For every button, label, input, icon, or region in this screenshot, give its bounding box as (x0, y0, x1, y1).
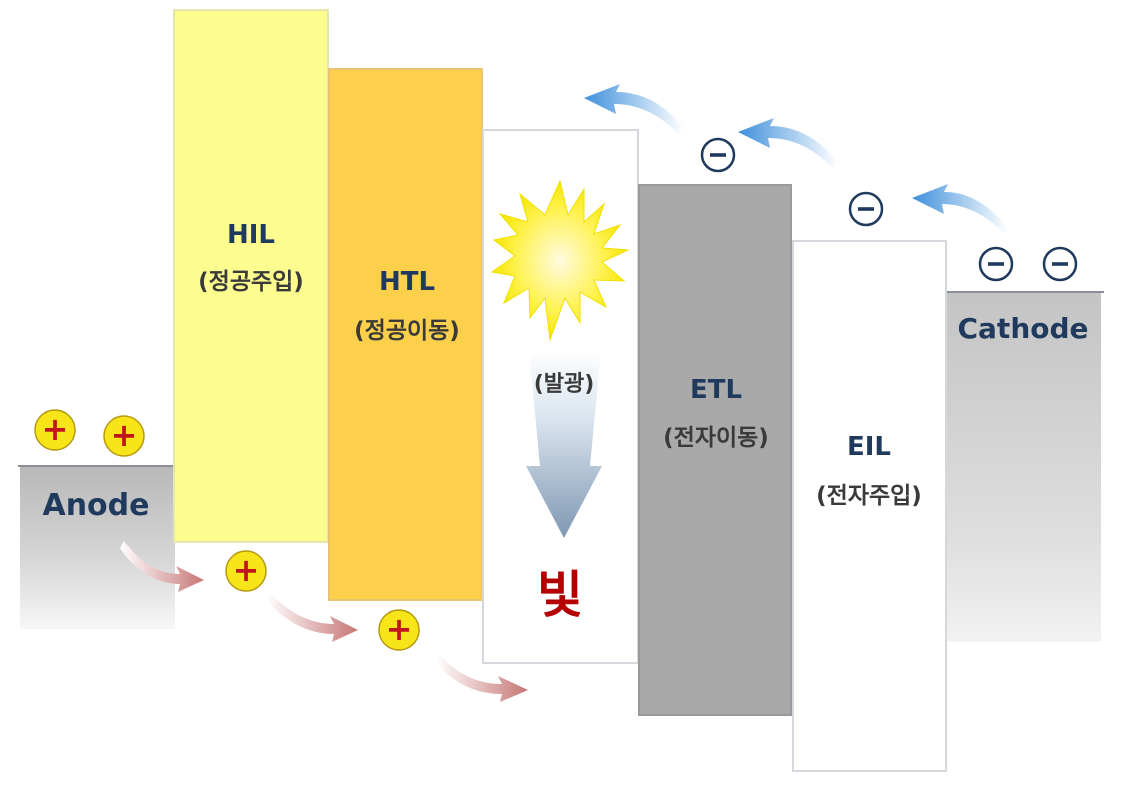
plus-icon: + (34, 409, 76, 451)
holes: + + + + (34, 409, 420, 651)
light-text: 빛 (537, 566, 583, 624)
down-arrow-icon (526, 350, 602, 538)
curved-arrow-icon (912, 184, 1008, 234)
sun-burst-icon (490, 179, 630, 341)
layer-etl-name: ETL (690, 375, 742, 405)
anode: Anode (18, 465, 175, 629)
cathode-label: Cathode (957, 312, 1088, 345)
layer-etl-block (638, 184, 792, 716)
layer-hil: HIL (정공주입) (173, 9, 329, 543)
curved-arrow-icon (436, 655, 528, 702)
minus-icon (848, 191, 884, 227)
layer-eil-name: EIL (847, 432, 891, 462)
emission: (발광) 빛 (490, 179, 630, 624)
layer-eil-sub: (전자주입) (816, 483, 922, 509)
plus-icon: + (378, 609, 420, 651)
layer-hil-name: HIL (227, 220, 275, 250)
layer-etl: ETL (전자이동) (638, 184, 792, 716)
curved-arrow-icon (120, 541, 204, 592)
cathode-block (947, 292, 1101, 642)
layer-etl-sub: (전자이동) (663, 425, 769, 451)
plus-icon: + (225, 550, 267, 592)
layer-eil: EIL (전자주입) (792, 240, 947, 772)
hole-arrows (120, 541, 528, 702)
cathode: Cathode (945, 291, 1104, 642)
electron-arrows (584, 84, 1008, 234)
electrons (700, 137, 1078, 282)
curved-arrow-icon (584, 84, 684, 134)
plus-icon: + (103, 415, 145, 457)
anode-label: Anode (42, 488, 149, 523)
svg-text:+: + (386, 610, 413, 648)
layer-hil-sub: (정공주입) (198, 269, 304, 295)
layer-htl-sub: (정공이동) (354, 318, 460, 344)
svg-text:+: + (111, 416, 138, 454)
layer-htl-name: HTL (379, 267, 435, 297)
curved-arrow-icon (266, 593, 358, 642)
svg-text:+: + (42, 410, 69, 448)
layer-hil-block (173, 9, 329, 543)
minus-icon (978, 246, 1014, 282)
anode-block (20, 466, 175, 629)
minus-icon (1042, 246, 1078, 282)
minus-icon (700, 137, 736, 173)
layer-htl: HTL (정공이동) (328, 68, 483, 601)
svg-text:+: + (233, 551, 260, 589)
layer-eil-block (792, 240, 947, 772)
layer-eml-sub: (발광) (534, 372, 595, 397)
curved-arrow-icon (738, 118, 838, 168)
